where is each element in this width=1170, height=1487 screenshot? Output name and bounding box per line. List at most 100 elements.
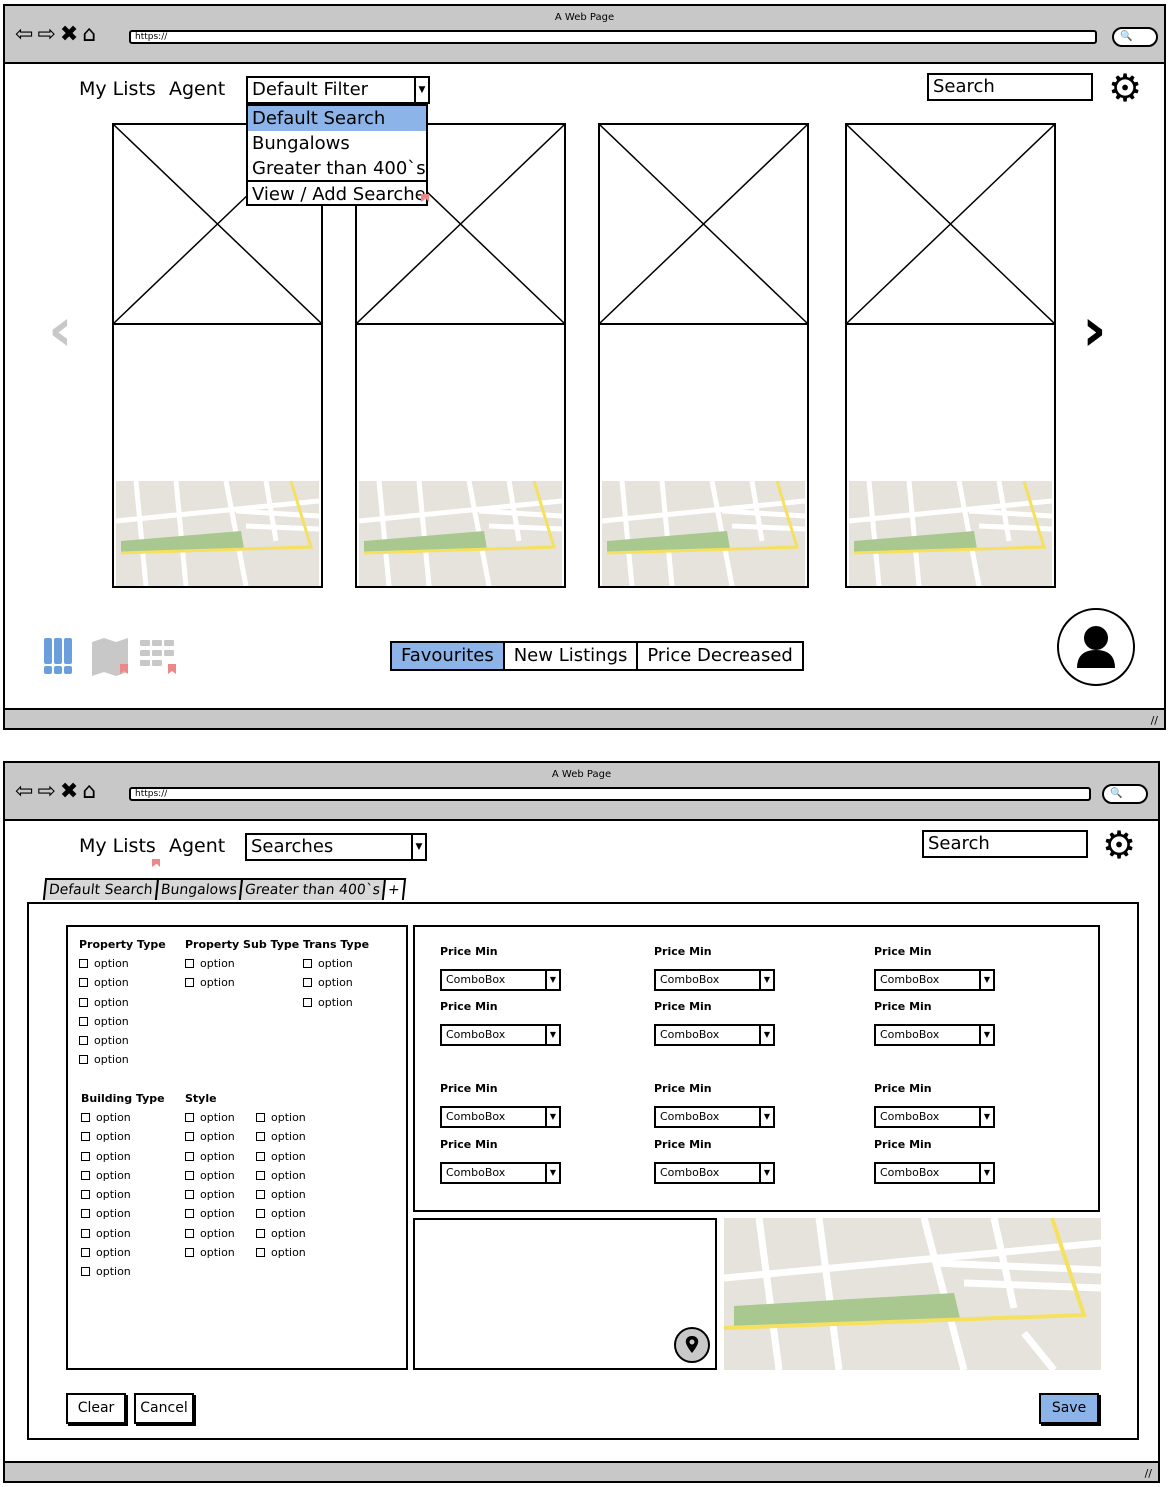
dropdown-item-view-add-searches[interactable]: View / Add Searche (246, 180, 428, 206)
checkbox[interactable] (81, 1190, 90, 1200)
checkbox[interactable] (185, 959, 194, 968)
checkbox[interactable] (185, 1248, 194, 1258)
price-combobox[interactable]: ComboBox▼ (654, 1162, 775, 1184)
price-combobox[interactable]: ComboBox▼ (874, 1162, 995, 1184)
price-combobox[interactable]: ComboBox▼ (654, 969, 775, 991)
checkbox[interactable] (185, 1190, 194, 1200)
search-input[interactable]: Search (927, 73, 1093, 101)
tab-default-search[interactable]: Default Search (42, 878, 159, 900)
checkbox-option[interactable]: option (185, 1224, 235, 1243)
checkbox[interactable] (185, 1132, 194, 1142)
checkbox-option[interactable]: option (303, 973, 369, 992)
checkbox[interactable] (185, 1170, 194, 1180)
checkbox[interactable] (185, 1228, 194, 1238)
checkbox[interactable] (81, 1248, 90, 1258)
checkbox[interactable] (81, 1151, 90, 1161)
checkbox-option[interactable]: option (256, 1224, 306, 1243)
checkbox[interactable] (79, 978, 88, 988)
checkbox-option[interactable]: option (185, 1243, 235, 1262)
notes-box[interactable] (413, 1218, 717, 1370)
checkbox-option[interactable]: option (303, 954, 369, 973)
checkbox[interactable] (79, 997, 88, 1007)
checkbox[interactable] (185, 1151, 194, 1161)
resize-grip-icon[interactable]: // (1150, 714, 1158, 727)
checkbox-option[interactable]: option (81, 1127, 165, 1146)
checkbox-option[interactable]: option (185, 1166, 235, 1185)
checkbox-option[interactable]: option (185, 1147, 235, 1166)
price-combobox[interactable]: ComboBox▼ (440, 969, 561, 991)
checkbox-option[interactable]: option (79, 973, 166, 992)
listing-card[interactable] (112, 123, 323, 588)
checkbox[interactable] (81, 1267, 90, 1277)
checkbox[interactable] (81, 1132, 90, 1142)
dropdown-item-bungalows[interactable]: Bungalows (252, 133, 350, 154)
resize-grip-icon[interactable]: // (1144, 1467, 1152, 1480)
checkbox-option[interactable]: option (256, 1185, 306, 1204)
checkbox-option[interactable]: option (256, 1147, 306, 1166)
checkbox-option[interactable]: option (256, 1127, 306, 1146)
dropdown-item-default-search[interactable]: Default Search (248, 106, 426, 131)
search-input[interactable]: Search (922, 830, 1088, 858)
checkbox[interactable] (79, 1016, 88, 1026)
checkbox-option[interactable]: option (79, 1012, 166, 1031)
checkbox[interactable] (256, 1132, 265, 1142)
checkbox-option[interactable]: option (256, 1166, 306, 1185)
price-combobox[interactable]: ComboBox▼ (874, 1106, 995, 1128)
checkbox-option[interactable]: option (79, 1050, 166, 1069)
prev-arrow-icon[interactable]: ‹ (48, 295, 73, 365)
checkbox-option[interactable]: option (81, 1185, 165, 1204)
dropdown-item-greater-than-400[interactable]: Greater than 400`s (252, 158, 426, 179)
tab-favourites[interactable]: Favourites (392, 643, 505, 669)
browser-nav-icons[interactable]: ⇦⇨✖⌂ (15, 22, 101, 47)
checkbox-option[interactable]: option (256, 1108, 306, 1127)
checkbox-option[interactable]: option (256, 1243, 306, 1262)
checkbox[interactable] (185, 1209, 194, 1219)
tab-price-decreased[interactable]: Price Decreased (647, 645, 793, 666)
checkbox-option[interactable]: option (79, 1031, 166, 1050)
save-button[interactable]: Save (1039, 1393, 1099, 1424)
listing-card[interactable] (845, 123, 1056, 588)
price-combobox[interactable]: ComboBox▼ (654, 1106, 775, 1128)
checkbox-option[interactable]: option (185, 1185, 235, 1204)
url-bar[interactable]: https:// (129, 30, 1097, 44)
price-combobox[interactable]: ComboBox▼ (440, 1162, 561, 1184)
checkbox-option[interactable]: option (81, 1243, 165, 1262)
browser-nav-icons[interactable]: ⇦⇨✖⌂ (15, 779, 101, 804)
checkbox-option[interactable]: option (185, 954, 299, 973)
checkbox-option[interactable]: option (81, 1147, 165, 1166)
checkbox-option[interactable]: option (81, 1262, 165, 1281)
clear-button[interactable]: Clear (66, 1393, 126, 1424)
checkbox[interactable] (303, 978, 312, 988)
checkbox-option[interactable]: option (81, 1204, 165, 1223)
gear-icon[interactable]: ⚙ (1108, 66, 1143, 110)
checkbox[interactable] (79, 1036, 88, 1046)
checkbox[interactable] (79, 959, 88, 968)
listing-card[interactable] (598, 123, 809, 588)
checkbox[interactable] (185, 1113, 194, 1122)
cancel-button[interactable]: Cancel (134, 1393, 194, 1424)
price-combobox[interactable]: ComboBox▼ (874, 1024, 995, 1046)
checkbox[interactable] (81, 1170, 90, 1180)
grid-view-icon[interactable] (138, 636, 182, 678)
checkbox-option[interactable]: option (303, 993, 369, 1012)
nav-agent[interactable]: Agent (169, 835, 226, 857)
checkbox-option[interactable]: option (185, 1204, 235, 1223)
searches-select[interactable]: Searches ▼ (245, 833, 427, 861)
checkbox[interactable] (81, 1113, 90, 1122)
checkbox-option[interactable]: option (81, 1224, 165, 1243)
checkbox[interactable] (256, 1248, 265, 1258)
price-combobox[interactable]: ComboBox▼ (440, 1024, 561, 1046)
checkbox-option[interactable]: option (256, 1204, 306, 1223)
add-tab-button[interactable]: + (381, 878, 406, 900)
checkbox[interactable] (256, 1170, 265, 1180)
next-arrow-icon[interactable]: › (1082, 295, 1107, 365)
checkbox[interactable] (256, 1190, 265, 1200)
checkbox-option[interactable]: option (185, 1108, 235, 1127)
tab-bungalows[interactable]: Bungalows (154, 878, 243, 900)
checkbox[interactable] (256, 1228, 265, 1238)
checkbox-option[interactable]: option (79, 954, 166, 973)
checkbox[interactable] (79, 1055, 88, 1065)
list-view-icon[interactable] (42, 636, 76, 676)
price-combobox[interactable]: ComboBox▼ (440, 1106, 561, 1128)
checkbox-option[interactable]: option (81, 1166, 165, 1185)
